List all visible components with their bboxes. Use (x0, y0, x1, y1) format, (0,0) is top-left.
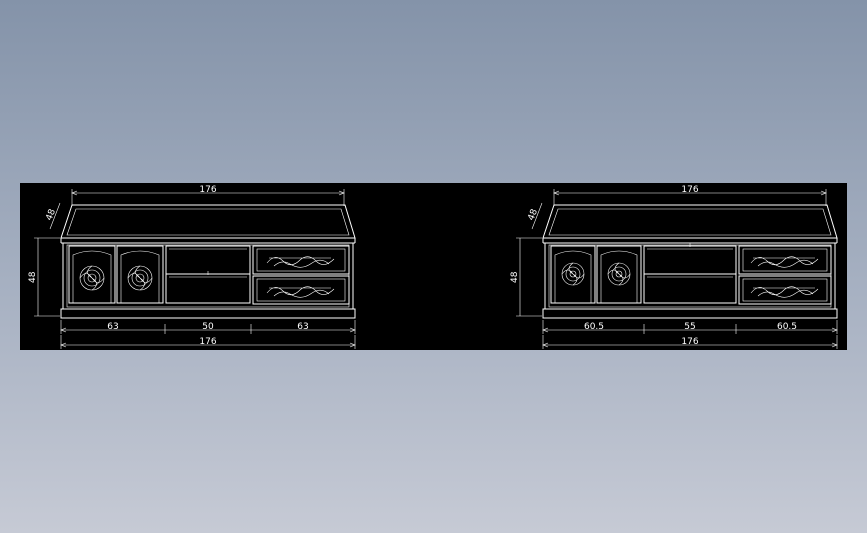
rosette-carving-icon (79, 265, 105, 291)
drawer-stack (738, 245, 832, 305)
total-width-dimension: 176 (542, 335, 838, 349)
total-width-dimension: 176 (60, 335, 356, 349)
cabinet-body (542, 242, 838, 319)
left-door-pair (550, 245, 642, 304)
rosette-carving-icon (561, 262, 585, 286)
height-dimension: 48 (28, 237, 60, 317)
rosette-carving-icon (607, 262, 631, 286)
section-width-label: 63 (297, 322, 308, 332)
section-dimensions: 60.5 55 60.5 (542, 320, 838, 334)
cad-drawing-canvas: 176 48 48 (20, 183, 847, 350)
cabinet-top (542, 204, 838, 244)
total-width-label: 176 (681, 337, 698, 347)
top-width-label: 176 (681, 185, 698, 195)
slant-height-label: 48 (45, 208, 59, 223)
top-width-dimension: 176 (553, 185, 827, 206)
open-shelf-section (643, 243, 737, 304)
slant-dimension: 48 (45, 202, 61, 230)
section-width-label: 50 (202, 322, 214, 332)
height-label: 48 (28, 271, 38, 283)
section-dimensions: 63 50 63 (60, 320, 356, 334)
open-shelf-section (165, 245, 251, 304)
cabinet-top (60, 204, 356, 244)
top-width-dimension: 176 (71, 185, 345, 206)
section-width-label: 63 (107, 322, 118, 332)
cabinet-body (60, 242, 356, 319)
cad-svg: 176 48 48 (28, 185, 838, 349)
section-width-label: 60.5 (777, 322, 797, 332)
top-width-label: 176 (199, 185, 216, 195)
section-width-label: 60.5 (584, 322, 604, 332)
height-dimension: 48 (510, 237, 542, 317)
tv-cabinet-drawing-left: 176 48 48 (28, 185, 356, 349)
rosette-carving-icon (127, 265, 153, 291)
height-label: 48 (510, 271, 520, 283)
tv-cabinet-drawing-right: 176 48 48 (510, 185, 838, 349)
left-door-pair (68, 245, 164, 304)
slant-dimension: 48 (527, 202, 543, 230)
total-width-label: 176 (199, 337, 216, 347)
section-width-label: 55 (684, 322, 695, 332)
slant-height-label: 48 (527, 208, 541, 223)
drawer-stack (252, 245, 350, 305)
